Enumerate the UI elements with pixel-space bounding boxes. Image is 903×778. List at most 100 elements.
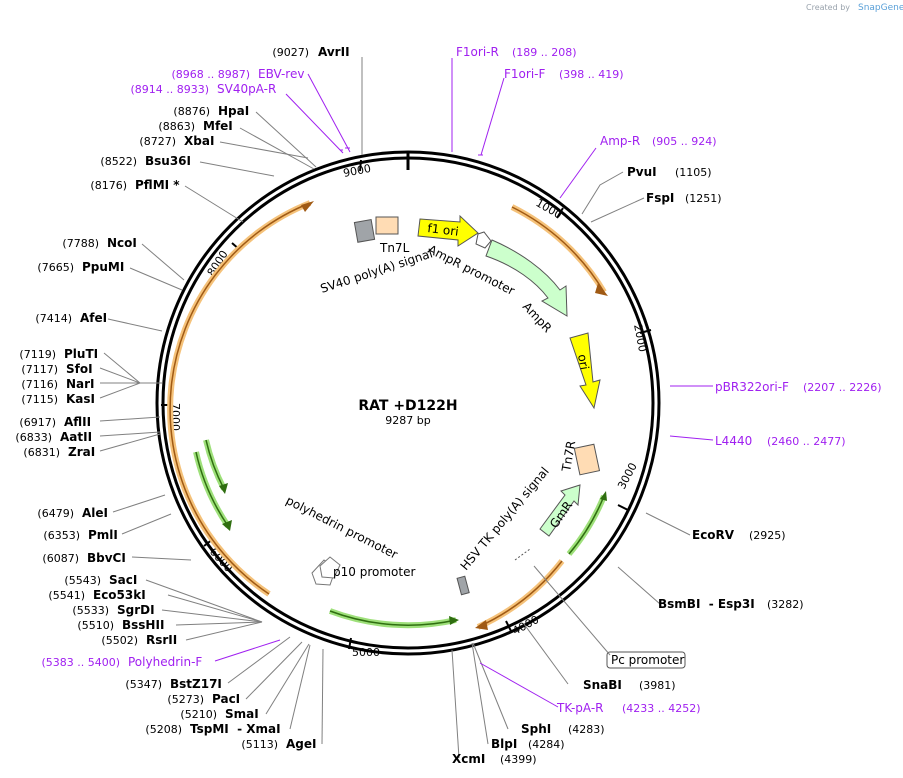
label-polyhedrin-promoter: polyhedrin promoter bbox=[284, 493, 400, 562]
orf-arc-left bbox=[167, 200, 312, 597]
tick-1000: 1000 bbox=[534, 196, 565, 221]
enzyme-pos: (6831) bbox=[23, 446, 60, 459]
enzyme-bsmbi-esp3i: BsmBI - Esp3I bbox=[658, 597, 755, 611]
primer-sv40pa-r: SV40pA-R bbox=[217, 82, 276, 96]
green-arcs bbox=[193, 439, 607, 629]
enzyme-alei: AleI bbox=[82, 506, 108, 520]
enzyme-aflii: AflII bbox=[64, 415, 91, 429]
ampr-arrow bbox=[485, 239, 568, 317]
enzyme-blpi: BlpI bbox=[491, 737, 517, 751]
enzyme-kasi: KasI bbox=[66, 392, 95, 406]
enzyme-pos: (5273) bbox=[167, 693, 204, 706]
tick-5000: 5000 bbox=[352, 646, 380, 659]
enzyme-pos: (7414) bbox=[35, 312, 72, 325]
enzyme-pos: (6479) bbox=[37, 507, 74, 520]
enzyme-eco53ki: Eco53kI bbox=[93, 588, 146, 602]
pc-promoter-box bbox=[606, 651, 686, 669]
enzyme-pos: (2925) bbox=[749, 529, 786, 542]
enzyme-bbvci: BbvCI bbox=[87, 551, 126, 565]
enzyme-avrii: AvrII bbox=[318, 45, 350, 59]
enzyme-xbai: XbaI bbox=[184, 134, 214, 148]
label-tn7r: Tn7R bbox=[559, 440, 578, 474]
enzyme-pos: (5113) bbox=[241, 738, 278, 751]
enzyme-pluti: PluTI bbox=[64, 347, 98, 361]
orf-arrow-head bbox=[301, 201, 314, 212]
enzyme-pmli: PmlI bbox=[88, 528, 118, 542]
tick-2000: 2000 bbox=[631, 323, 649, 353]
tick-3000: 3000 bbox=[615, 461, 640, 492]
enzyme-fspi: FspI bbox=[646, 191, 674, 205]
enzyme-pos: (5543) bbox=[64, 574, 101, 587]
pc-promoter-mark bbox=[514, 548, 531, 561]
enzyme-aatii: AatII bbox=[60, 430, 92, 444]
tn7r-box bbox=[573, 443, 601, 476]
orf-arc-bottom-right bbox=[476, 559, 565, 630]
label-f1-ori: f1 ori bbox=[427, 221, 460, 239]
enzyme-pos: (5502) bbox=[101, 634, 138, 647]
enzyme-ppumi: PpuMI bbox=[82, 260, 124, 274]
primer-polyhedrin-f: Polyhedrin-F bbox=[128, 655, 202, 669]
enzyme-rsrii: RsrII bbox=[146, 633, 177, 647]
enzyme-smai: SmaI bbox=[225, 707, 259, 721]
primer-l4440: L4440 bbox=[715, 434, 752, 448]
primer-range: (8968 .. 8987) bbox=[171, 68, 250, 81]
plasmid-name: RAT +D122H bbox=[358, 398, 457, 414]
tick-9000: 9000 bbox=[342, 162, 372, 180]
label-pc-promoter: Pc promoter bbox=[611, 653, 684, 667]
enzyme-agei: AgeI bbox=[286, 737, 316, 751]
primer-pbr322ori-f: pBR322ori-F bbox=[715, 380, 789, 394]
enzyme-pos: (6353) bbox=[43, 529, 80, 542]
enzyme-pos: (4399) bbox=[500, 753, 537, 766]
enzyme-xcmi: XcmI bbox=[452, 752, 485, 766]
enzyme-pos: (4283) bbox=[568, 723, 605, 736]
enzyme-paci: PacI bbox=[212, 692, 240, 706]
primer-f1ori-f: F1ori-F bbox=[504, 67, 545, 81]
primer-f1ori-r: F1ori-R bbox=[456, 45, 499, 59]
enzyme-afei: AfeI bbox=[80, 311, 107, 325]
enzyme-labels: (9027) AvrII (8876) HpaI (8863) MfeI (87… bbox=[15, 45, 803, 766]
primer-range: (4233 .. 4252) bbox=[622, 702, 701, 715]
enzyme-pos: (7116) bbox=[21, 378, 58, 391]
enzyme-pos: (7117) bbox=[21, 363, 58, 376]
enzyme-pos: (9027) bbox=[272, 46, 309, 59]
enzyme-pos: (5208) bbox=[145, 723, 182, 736]
enzyme-ecorv: EcoRV bbox=[692, 528, 735, 542]
enzyme-pos: (7115) bbox=[21, 393, 58, 406]
enzyme-nari: NarI bbox=[66, 377, 95, 391]
ori-arrow bbox=[569, 332, 601, 410]
enzyme-pos: (5510) bbox=[77, 619, 114, 632]
enzyme-pos: (8522) bbox=[100, 155, 137, 168]
snapgene-credit: SnapGene bbox=[858, 3, 903, 13]
enzyme-pos: (4284) bbox=[528, 738, 565, 751]
primer-tk-pa-r: TK-pA-R bbox=[556, 701, 604, 715]
enzyme-zrai: ZraI bbox=[68, 445, 95, 459]
enzyme-pflmi: PflMI * bbox=[135, 178, 180, 192]
enzyme-sgrdi: SgrDI bbox=[117, 603, 155, 617]
p10-promoter-arrow bbox=[319, 556, 341, 579]
enzyme-pos: (3282) bbox=[767, 598, 804, 611]
features bbox=[311, 214, 601, 596]
enzyme-pos: (8876) bbox=[173, 105, 210, 118]
f1-ori-arrow bbox=[417, 214, 479, 247]
enzyme-snabi: SnaBI bbox=[583, 678, 622, 692]
primer-range: (2460 .. 2477) bbox=[767, 435, 846, 448]
label-p10-promoter: p10 promoter bbox=[333, 565, 415, 579]
enzyme-bstz17i: BstZ17I bbox=[170, 677, 222, 691]
enzyme-ncoi: NcoI bbox=[107, 236, 137, 250]
enzyme-bsshii: BssHII bbox=[122, 618, 164, 632]
gmr-arrow bbox=[539, 484, 581, 537]
enzyme-tspmi-xmai: TspMI - XmaI bbox=[190, 722, 281, 736]
primer-range: (189 .. 208) bbox=[512, 46, 577, 59]
orf-green-4 bbox=[566, 494, 607, 556]
enzyme-hpai: HpaI bbox=[218, 104, 249, 118]
enzyme-pos: (6087) bbox=[42, 552, 79, 565]
primer-range: (5383 .. 5400) bbox=[41, 656, 120, 669]
enzyme-pos: (5347) bbox=[125, 678, 162, 691]
primer-range: (8914 .. 8933) bbox=[130, 83, 209, 96]
enzyme-saci: SacI bbox=[109, 573, 137, 587]
enzyme-sphi: SphI bbox=[521, 722, 551, 736]
enzyme-pos: (5541) bbox=[48, 589, 85, 602]
primer-ebv-rev: EBV-rev bbox=[258, 67, 304, 81]
enzyme-pvui: PvuI bbox=[627, 165, 657, 179]
